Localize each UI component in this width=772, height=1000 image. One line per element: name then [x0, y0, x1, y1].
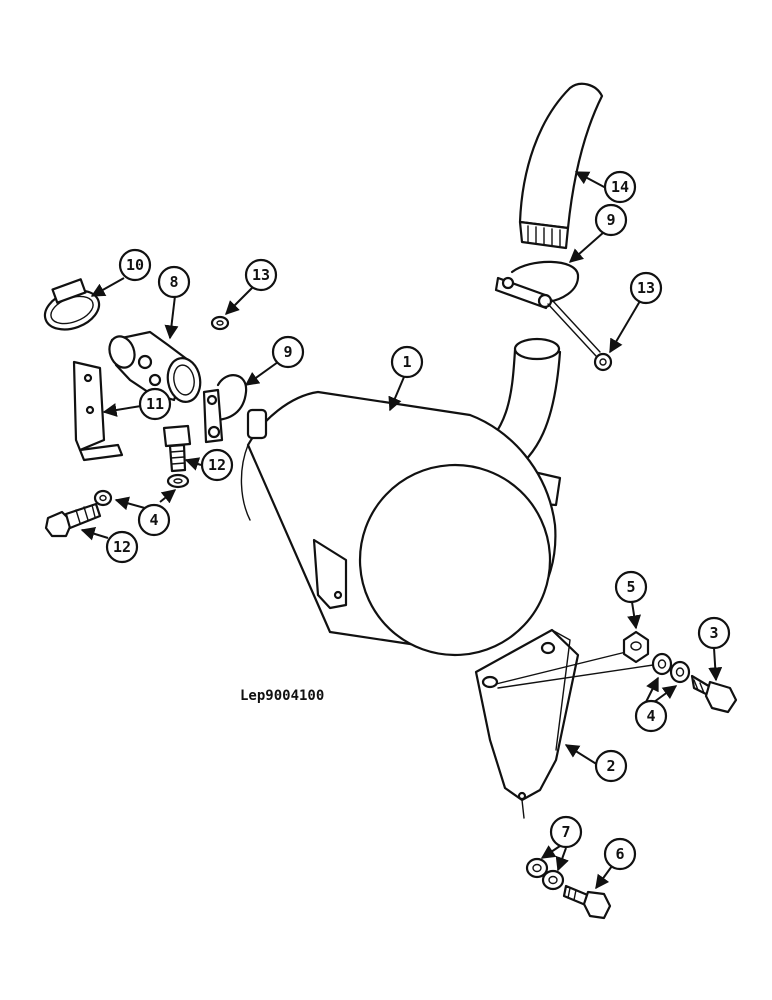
callout-2-label: 2: [606, 757, 615, 775]
callout-1: 1: [390, 345, 424, 379]
callout-7: 7: [549, 815, 583, 849]
assembly-line-13: [547, 299, 601, 357]
leader-4b-a: [645, 676, 659, 703]
washer-4-left-lower: [93, 489, 113, 507]
callout-8-label: 8: [169, 273, 178, 291]
leader-8: [164, 295, 179, 340]
washer-7-b: [541, 869, 565, 891]
washer-7-a-hole: [532, 863, 542, 873]
callout-14: 14: [603, 170, 637, 204]
mounting-bracket-11: [72, 360, 124, 462]
callout-9-lower-label: 9: [283, 343, 292, 361]
washer-13-right-hole: [599, 358, 607, 366]
callout-9-upper-label: 9: [606, 211, 615, 229]
washer-4-right-b: [669, 660, 691, 684]
leader-6: [595, 865, 613, 890]
leader-14: [574, 171, 607, 189]
leader-12b: [80, 527, 109, 541]
callout-4-right: 4: [634, 699, 668, 733]
leader-lines: [80, 171, 723, 890]
callout-9-lower: 9: [271, 335, 305, 369]
leader-11: [102, 403, 142, 417]
callout-12-upper-label: 12: [208, 456, 226, 474]
callout-9-upper: 9: [594, 203, 628, 237]
mounting-bracket-2: [474, 628, 580, 802]
leader-9a: [568, 231, 605, 263]
leader-13b: [609, 300, 641, 354]
leader-2: [564, 744, 599, 766]
washer-4-right-a-hole: [657, 659, 667, 669]
callout-3: 3: [697, 616, 731, 650]
bolt-3-part: [690, 674, 738, 714]
leader-3: [708, 647, 723, 682]
leader-10: [90, 277, 125, 297]
callout-13-left-label: 13: [252, 266, 270, 284]
assembly-line-5: [495, 651, 661, 689]
callout-13-left: 13: [244, 258, 278, 292]
washer-7-a: [525, 857, 549, 879]
washer-4-left-upper-hole: [173, 478, 183, 484]
callout-12-lower-label: 12: [113, 538, 131, 556]
leader-13a: [225, 287, 253, 315]
nut-5-part: [622, 630, 650, 664]
callout-5: 5: [614, 570, 648, 604]
leader-9b: [244, 361, 279, 386]
callout-7-label: 7: [561, 823, 570, 841]
tail-pipe-part: [518, 82, 604, 250]
assembly-line-6: [521, 799, 525, 819]
callout-12-lower: 12: [105, 530, 139, 564]
callout-12-upper: 12: [200, 448, 234, 482]
callout-11: 11: [138, 387, 172, 421]
callout-11-label: 11: [146, 395, 164, 413]
washer-13-left: [210, 315, 230, 331]
callout-5-label: 5: [626, 578, 635, 596]
callout-4-left: 4: [137, 503, 171, 537]
callout-10: 10: [118, 248, 152, 282]
leader-7a: [540, 845, 561, 859]
leader-7b: [555, 847, 569, 872]
washer-13-left-hole: [216, 320, 224, 326]
leader-4b-b: [653, 685, 678, 703]
drawing-reference: Lep9004100: [240, 688, 324, 704]
callout-6: 6: [603, 837, 637, 871]
hose-clamp-part: [43, 278, 101, 331]
washer-4-right-a: [651, 652, 673, 676]
washer-4-left-upper: [166, 473, 190, 489]
callout-4-left-label: 4: [149, 511, 158, 529]
pipe-connector-part: [108, 330, 202, 403]
callout-1-label: 1: [402, 353, 411, 371]
washer-7-b-hole: [548, 875, 558, 885]
leader-5: [627, 601, 642, 630]
callout-13-right: 13: [629, 271, 663, 305]
callout-4-right-label: 4: [646, 707, 655, 725]
callout-3-label: 3: [709, 624, 718, 642]
u-bolt-clamp-upper: [494, 260, 580, 310]
muffler-body-part: [240, 337, 562, 657]
leader-12a: [184, 457, 202, 471]
u-bolt-clamp-lower: [202, 374, 248, 444]
callout-2: 2: [594, 749, 628, 783]
washer-4-left-lower-hole: [99, 494, 107, 502]
callout-13-right-label: 13: [637, 279, 655, 297]
leader-1: [388, 376, 405, 412]
bolt-6-part: [562, 884, 612, 920]
washer-13-right: [593, 352, 613, 372]
washer-4-right-b-hole: [675, 667, 685, 677]
callout-14-label: 14: [611, 178, 629, 196]
bolt-12-horizontal: [44, 502, 102, 538]
callout-10-label: 10: [126, 256, 144, 274]
bolt-12-upright: [162, 424, 192, 473]
leader-4a2: [159, 489, 177, 504]
callout-8: 8: [157, 265, 191, 299]
callout-6-label: 6: [615, 845, 624, 863]
